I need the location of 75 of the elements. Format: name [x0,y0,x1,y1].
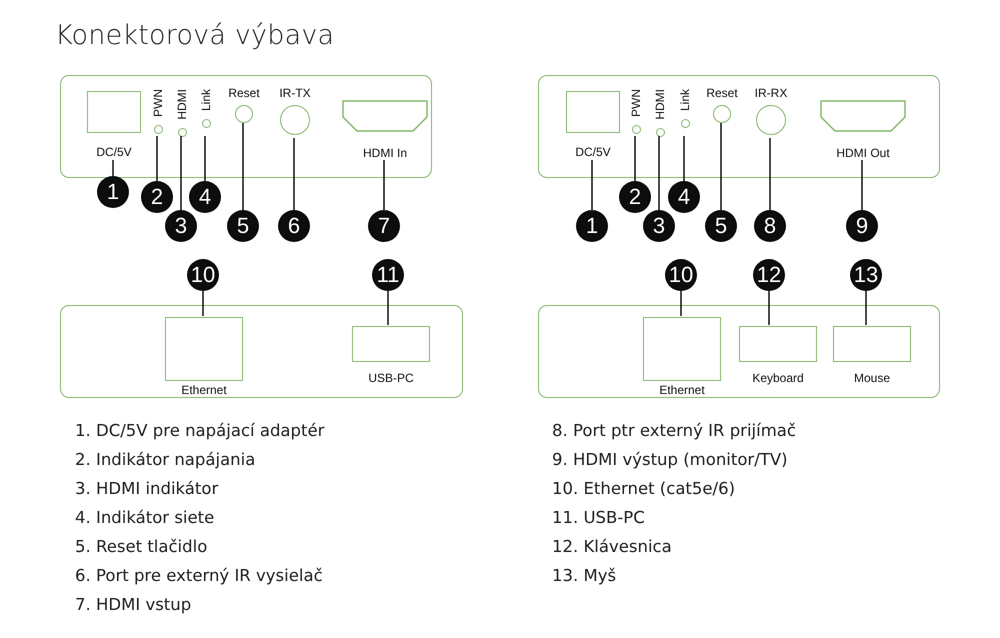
callout-number: 1 [97,176,129,208]
indicator-label: Link [199,89,213,112]
device-panel [538,75,940,178]
leader-line [156,136,158,181]
callout-number: 3 [643,210,675,242]
port-label: IR-RX [754,86,788,100]
leader-line [720,123,722,210]
port-label: Ethernet [181,383,227,397]
port-label: Mouse [854,371,890,385]
indicator-label: PWN [151,89,165,117]
leader-line [768,291,770,325]
leader-line [683,136,685,181]
legend-item: 11. USB-PC [552,508,645,527]
indicator-label: HDMI [653,89,667,120]
leader-line [680,291,682,316]
leader-line [658,136,660,210]
callout-number: 4 [189,181,221,213]
callout-number: 1 [576,210,608,242]
callout-number: 12 [753,259,785,291]
leader-line [861,160,863,210]
legend-item: 5. Reset tlačidlo [75,537,208,556]
leader-line [180,136,182,210]
port-label: DC/5V [96,145,132,159]
legend-item: 3. HDMI indikátor [75,479,218,498]
leader-line [112,160,114,176]
callout-number: 2 [141,181,173,213]
legend-item: 12. Klávesnica [552,537,672,556]
port-label: Reset [706,86,738,100]
leader-line [865,291,867,325]
device-panel [60,305,463,398]
leader-line [202,291,204,316]
callout-number: 13 [850,259,882,291]
leader-line [293,138,295,210]
callout-number: 5 [227,210,259,242]
indicator-label: Link [678,89,692,112]
callout-number: 6 [278,210,310,242]
callout-number: 10 [187,259,219,291]
legend-item: 9. HDMI výstup (monitor/TV) [552,450,788,469]
leader-line [634,136,636,181]
leader-line [387,291,389,325]
callout-number: 5 [705,210,737,242]
callout-number: 9 [846,210,878,242]
callout-number: 8 [754,210,786,242]
callout-number: 3 [165,210,197,242]
leader-line [204,136,206,181]
device-panel [60,75,432,178]
port-label: DC/5V [575,145,611,159]
legend-item: 10. Ethernet (cat5e/6) [552,479,736,498]
legend-item: 8. Port ptr externý IR prijímač [552,421,796,440]
callout-number: 10 [665,259,697,291]
callout-number: 11 [372,259,404,291]
leader-line [591,160,593,210]
diagram-title: Konektorová výbava [55,20,334,51]
callout-number: 7 [368,210,400,242]
legend-item: 2. Indikátor napájania [75,450,256,469]
legend-item: 7. HDMI vstup [75,595,192,614]
legend-item: 1. DC/5V pre napájací adaptér [75,421,324,440]
port-label: HDMI Out [836,146,890,160]
port-label: Keyboard [752,371,804,385]
legend-item: 6. Port pre externý IR vysielač [75,566,323,585]
indicator-label: HDMI [175,89,189,120]
legend-item: 13. Myš [552,566,616,585]
device-panel [538,305,940,398]
legend-item: 4. Indikátor siete [75,508,214,527]
port-label: HDMI In [362,146,407,160]
port-label: IR-TX [279,86,311,100]
port-label: Ethernet [659,383,705,397]
leader-line [769,138,771,210]
callout-number: 4 [668,181,700,213]
indicator-label: PWN [629,89,643,117]
callout-number: 2 [619,181,651,213]
port-label: Reset [228,86,260,100]
leader-line [242,123,244,210]
port-label: USB-PC [368,371,414,385]
leader-line [383,160,385,210]
